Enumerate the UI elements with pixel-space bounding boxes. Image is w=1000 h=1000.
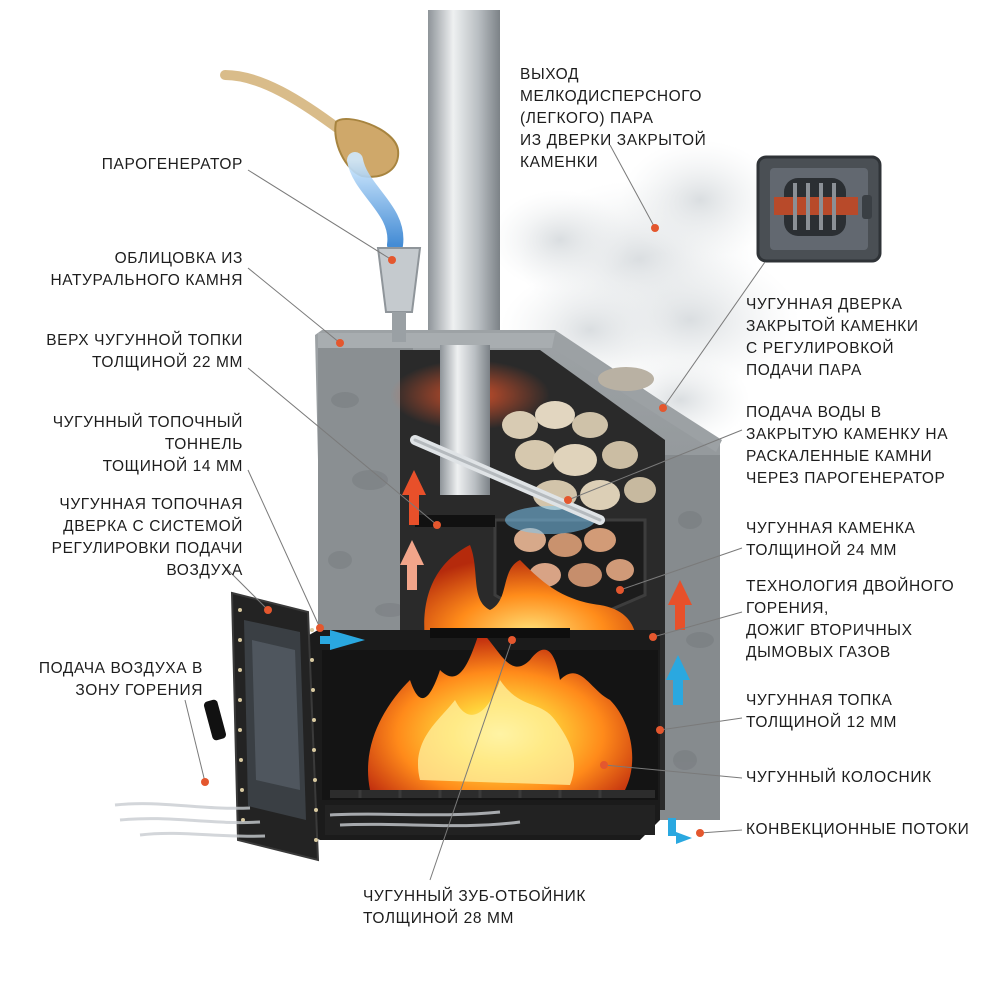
marker-stone-heater <box>616 586 624 594</box>
heater-door-handle <box>598 367 654 391</box>
label-stone-heater: ЧУГУННАЯ КАМЕНКА ТОЛЩИНОЙ 24 ММ <box>746 520 916 559</box>
grate <box>330 790 655 798</box>
label-steam-out: ВЫХОД МЕЛКОДИСПЕРСНОГО (ЛЕГКОГО) ПАРА ИЗ… <box>520 66 707 171</box>
label-heater-door: ЧУГУННАЯ ДВЕРКА ЗАКРЫТОЙ КАМЕНКИ С РЕГУЛ… <box>746 296 919 379</box>
label-top-firebox: ВЕРХ ЧУГУННОЙ ТОПКИ ТОЛЩИНОЙ 22 ММ <box>46 332 243 371</box>
marker-top-firebox <box>433 521 441 529</box>
chimney-pipe <box>428 10 500 350</box>
stone-heater <box>493 401 656 612</box>
marker-steam-generator <box>388 256 396 264</box>
label-stone-cladding: ОБЛИЦОВКА ИЗ НАТУРАЛЬНОГО КАМНЯ <box>50 250 243 289</box>
callout-markers <box>201 224 704 837</box>
marker-firebox <box>656 726 664 734</box>
label-double-burn: ТЕХНОЛОГИЯ ДВОЙНОГО ГОРЕНИЯ, ДОЖИГ ВТОРИ… <box>746 578 955 661</box>
marker-heater-door <box>659 404 667 412</box>
ladle <box>220 70 404 253</box>
leader-lines <box>184 144 766 881</box>
label-convection: КОНВЕКЦИОННЫЕ ПОТОКИ <box>746 821 970 838</box>
label-water-supply: ПОДАЧА ВОДЫ В ЗАКРЫТУЮ КАМЕНКУ НА РАСКАЛ… <box>746 404 949 487</box>
label-air-supply: ПОДАЧА ВОЗДУХА В ЗОНУ ГОРЕНИЯ <box>38 660 203 699</box>
label-grate: ЧУГУННЫЙ КОЛОСНИК <box>746 769 932 786</box>
marker-convection <box>696 829 704 837</box>
marker-fire-door <box>264 606 272 614</box>
fire-door <box>203 591 320 862</box>
deflector-tooth <box>430 628 570 638</box>
ash-pan <box>325 805 655 835</box>
air-flow <box>114 802 521 838</box>
heater-door-inset <box>756 155 882 263</box>
marker-air-supply <box>201 778 209 786</box>
label-deflector: ЧУГУННЫЙ ЗУБ-ОТБОЙНИК ТОЛЩИНОЙ 28 ММ <box>363 888 587 927</box>
label-steam-generator: ПАРОГЕНЕРАТОР <box>101 156 243 173</box>
marker-grate <box>600 761 608 769</box>
label-firebox: ЧУГУННАЯ ТОПКА ТОЛЩИНОЙ 12 ММ <box>746 692 897 731</box>
marker-water-supply <box>564 496 572 504</box>
steam-generator-cup <box>376 247 422 342</box>
label-fire-door: ЧУГУННАЯ ТОПОЧНАЯ ДВЕРКА С СИСТЕМОЙ РЕГУ… <box>51 496 243 579</box>
tunnel-flame <box>424 545 637 655</box>
marker-stone-cladding <box>336 339 344 347</box>
marker-double-burn <box>649 633 657 641</box>
marker-tunnel <box>316 624 324 632</box>
marker-deflector <box>508 636 516 644</box>
marker-steam-out <box>651 224 659 232</box>
convection-arrows <box>320 470 692 844</box>
label-tunnel: ЧУГУННЫЙ ТОПОЧНЫЙ ТОННЕЛЬ ТОЩИНОЙ 14 ММ <box>52 414 243 475</box>
main-flame <box>368 630 633 790</box>
